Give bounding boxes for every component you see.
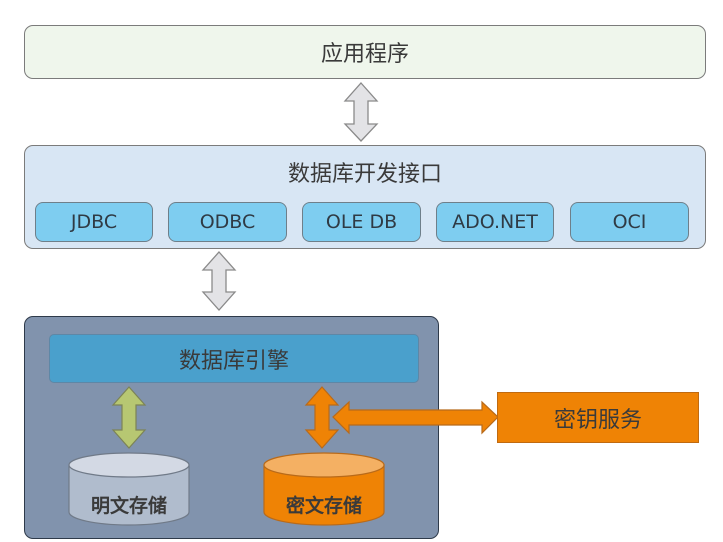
key-service-label: 密钥服务 [553,407,642,433]
database-api-title: 数据库开发接口 [287,162,442,187]
api-item-label: JDBC [70,211,118,233]
double-arrow-api-engine [201,251,237,311]
api-item-oledb: OLE DB [302,202,421,242]
plaintext-storage-cylinder [68,452,190,526]
api-item-label: ODBC [199,211,256,233]
plaintext-storage-label: 明文存储 [90,495,167,517]
ciphertext-storage-cylinder [263,452,385,526]
api-item-label: OLE DB [325,211,398,233]
application-label: 应用程序 [320,42,409,67]
database-engine-bar: 数据库引擎 [49,334,419,383]
double-arrow-engine-plaintext [111,386,147,449]
api-item-jdbc: JDBC [35,202,153,242]
api-item-oci: OCI [570,202,689,242]
api-item-odbc: ODBC [168,202,287,242]
application-box: 应用程序 [24,25,706,79]
double-arrow-app-api [343,82,379,142]
ciphertext-storage-label: 密文存储 [285,495,362,517]
api-item-label: OCI [612,211,647,233]
key-service-box: 密钥服务 [497,392,699,443]
database-engine-label: 数据库引擎 [178,348,289,374]
double-arrow-engine-ciphertext [304,386,340,449]
double-arrow-key-service [332,400,499,435]
api-item-adonet: ADO.NET [436,202,554,242]
api-item-label: ADO.NET [452,211,538,233]
